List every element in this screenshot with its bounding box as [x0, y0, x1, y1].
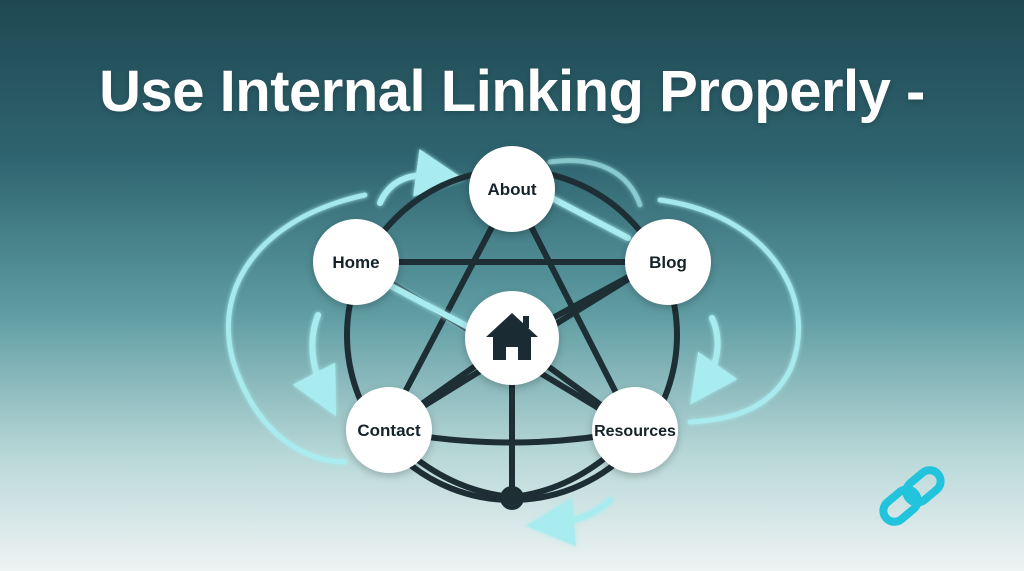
node-contact[interactable]: Contact [346, 387, 432, 473]
link-about-blog-glow [545, 193, 631, 241]
direction-arrows [292, 149, 738, 547]
arrow-bottom [526, 497, 613, 547]
orbit-arc-left [225, 192, 368, 465]
orbit-arc-top [547, 158, 643, 208]
house-icon [486, 313, 538, 360]
link-home-center-glow [377, 277, 473, 331]
arrow-left [292, 312, 337, 417]
network-hub-dot [500, 486, 524, 510]
node-blog-label: Blog [649, 253, 687, 272]
arrow-right [690, 315, 738, 405]
chain-link-icon [879, 466, 945, 526]
node-resources-label: Resources [594, 423, 676, 440]
node-about[interactable]: About [469, 146, 555, 232]
page-title: Use Internal Linking Properly - [99, 59, 925, 124]
node-contact-label: Contact [357, 421, 421, 440]
orbit-arc-right [657, 197, 802, 425]
orbit-arcs [225, 158, 802, 465]
node-blog[interactable]: Blog [625, 219, 711, 305]
highlighted-links [377, 193, 631, 331]
node-center[interactable] [465, 291, 559, 385]
node-about-label: About [487, 180, 536, 199]
node-home[interactable]: Home [313, 219, 399, 305]
node-resources[interactable]: Resources [592, 387, 678, 473]
arrow-top-left [377, 149, 464, 206]
node-home-label: Home [332, 253, 379, 272]
link-about-contact [382, 186, 515, 433]
